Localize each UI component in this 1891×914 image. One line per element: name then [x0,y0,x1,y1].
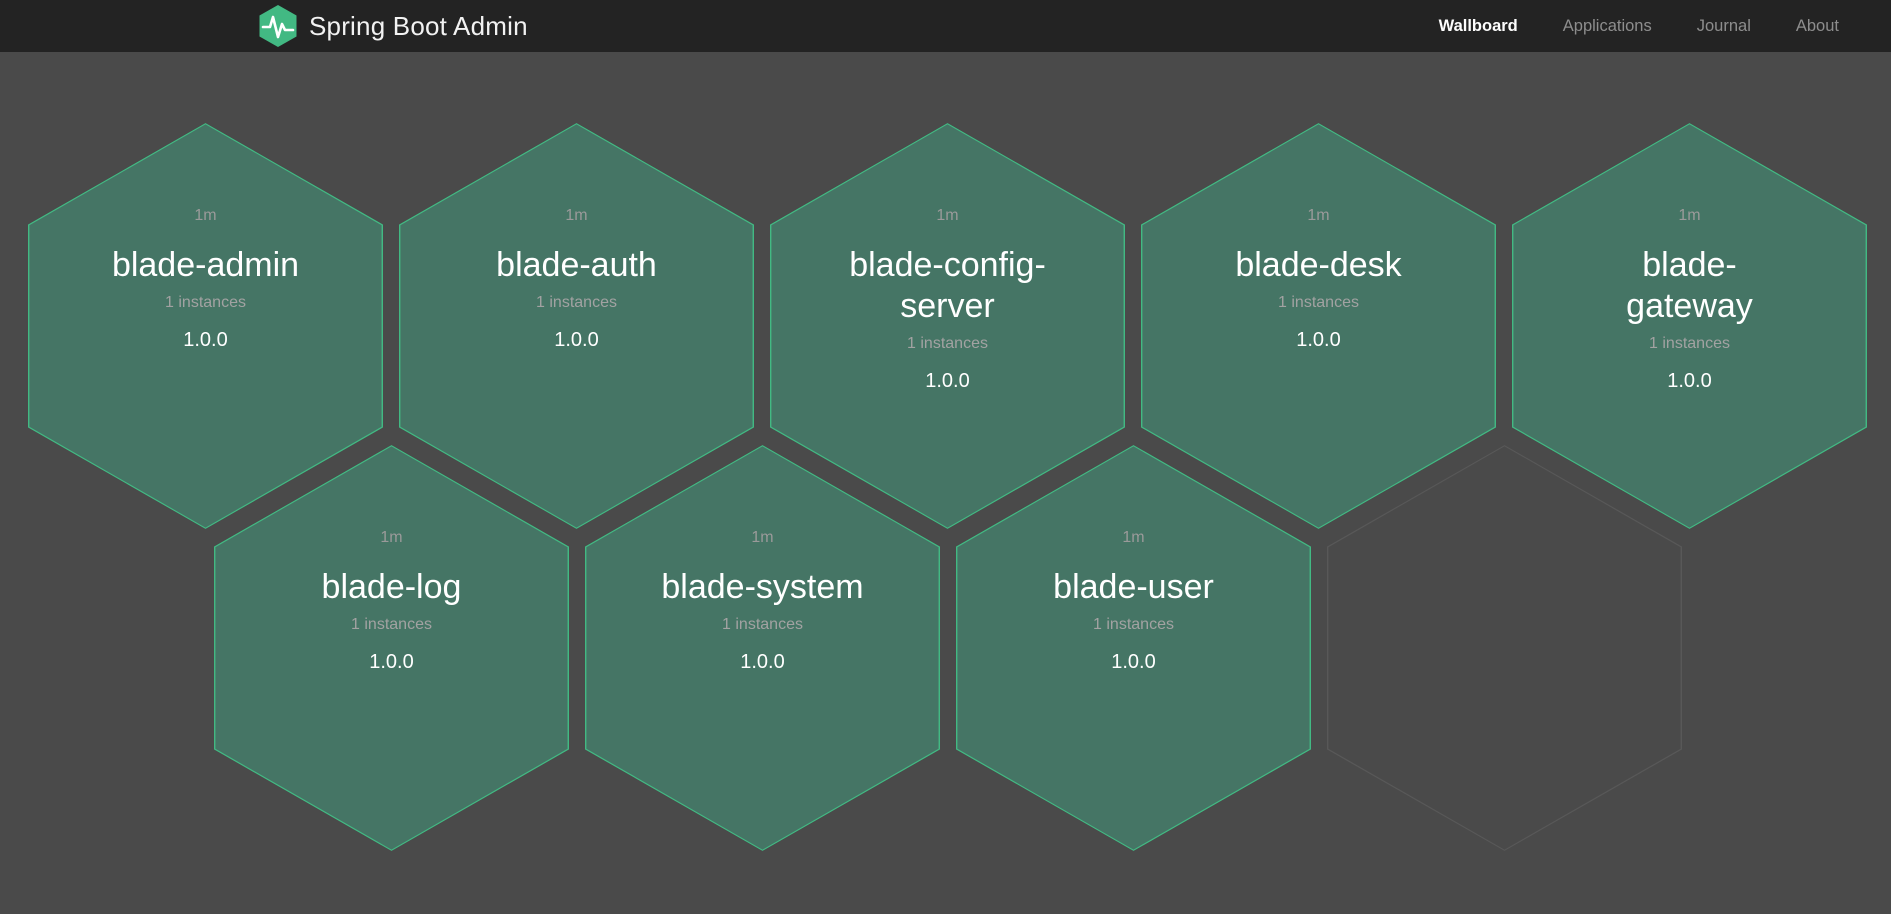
instance-count: 1 instances [907,335,988,353]
application-hexagon[interactable]: 1m blade-user 1 instances 1.0.0 [956,445,1311,851]
instance-count: 1 instances [1649,335,1730,353]
hexagon-content: 1m blade-auth 1 instances 1.0.0 [399,123,754,529]
application-name: blade-desk [1235,246,1402,284]
application-name: blade-system [661,568,864,606]
instance-count: 1 instances [1093,616,1174,634]
status-uptime: 1m [1678,207,1701,224]
nav-link-journal[interactable]: Journal [1696,16,1751,35]
application-hexagon[interactable]: 1m blade-auth 1 instances 1.0.0 [399,123,754,529]
application-hexagon[interactable]: 1m blade-admin 1 instances 1.0.0 [28,123,383,529]
nav-link-applications[interactable]: Applications [1562,16,1652,35]
hexagon-surface [1328,446,1681,850]
nav-link-wallboard[interactable]: Wallboard [1438,16,1518,35]
application-name: blade-user [1053,568,1214,606]
hexagon-surface [215,446,568,850]
application-version: 1.0.0 [1296,329,1341,352]
application-version: 1.0.0 [183,329,228,352]
application-version: 1.0.0 [369,651,414,674]
main-nav: Wallboard Applications Journal About [1439,17,1839,36]
hexagon-content: 1m blade-config-server 1 instances 1.0.0 [770,123,1125,529]
top-navbar: Spring Boot Admin Wallboard Applications… [0,0,1891,52]
wallboard-grid: 1m blade-admin 1 instances 1.0.0 1m blade-aut… [0,52,1891,914]
status-uptime: 1m [194,207,217,224]
instance-count: 1 instances [165,294,246,312]
application-name: blade-config-server [849,246,1046,326]
application-name: blade-gateway [1626,246,1753,326]
hexagon-content: 1m blade-desk 1 instances 1.0.0 [1141,123,1496,529]
nav-link-about[interactable]: About [1795,16,1839,35]
status-uptime: 1m [1122,529,1145,546]
application-name: blade-log [321,568,462,606]
application-version: 1.0.0 [1667,370,1712,393]
hexagon-content: 1m blade-admin 1 instances 1.0.0 [28,123,383,529]
application-version: 1.0.0 [554,329,599,352]
application-hexagon[interactable]: 1m blade-log 1 instances 1.0.0 [214,445,569,851]
heartbeat-hexagon-icon [258,4,298,48]
brand-link[interactable]: Spring Boot Admin [258,4,528,48]
application-hexagon[interactable]: 1m blade-system 1 instances 1.0.0 [585,445,940,851]
status-uptime: 1m [936,207,959,224]
hexagon-content: 1m blade-log 1 instances 1.0.0 [214,445,569,851]
application-hexagon[interactable]: 1m blade-desk 1 instances 1.0.0 [1141,123,1496,529]
hexagon-content: 1m blade-user 1 instances 1.0.0 [956,445,1311,851]
instance-count: 1 instances [351,616,432,634]
status-uptime: 1m [380,529,403,546]
status-uptime: 1m [565,207,588,224]
instance-count: 1 instances [1278,294,1359,312]
app-title: Spring Boot Admin [309,10,528,41]
hexagon-content: 1m blade-system 1 instances 1.0.0 [585,445,940,851]
status-uptime: 1m [751,529,774,546]
instance-count: 1 instances [722,616,803,634]
application-hexagon[interactable]: 1m blade-config-server 1 instances 1.0.0 [770,123,1125,529]
application-name: blade-auth [496,246,657,284]
application-version: 1.0.0 [1111,651,1156,674]
application-hexagon[interactable]: 1m blade-gateway 1 instances 1.0.0 [1512,123,1867,529]
application-name: blade-admin [111,246,300,284]
application-version: 1.0.0 [925,370,970,393]
hexagon-content: 1m blade-gateway 1 instances 1.0.0 [1512,123,1867,529]
application-version: 1.0.0 [740,651,785,674]
status-uptime: 1m [1307,207,1330,224]
instance-count: 1 instances [536,294,617,312]
empty-hexagon-slot [1327,445,1682,851]
hexagon-surface [586,446,939,850]
